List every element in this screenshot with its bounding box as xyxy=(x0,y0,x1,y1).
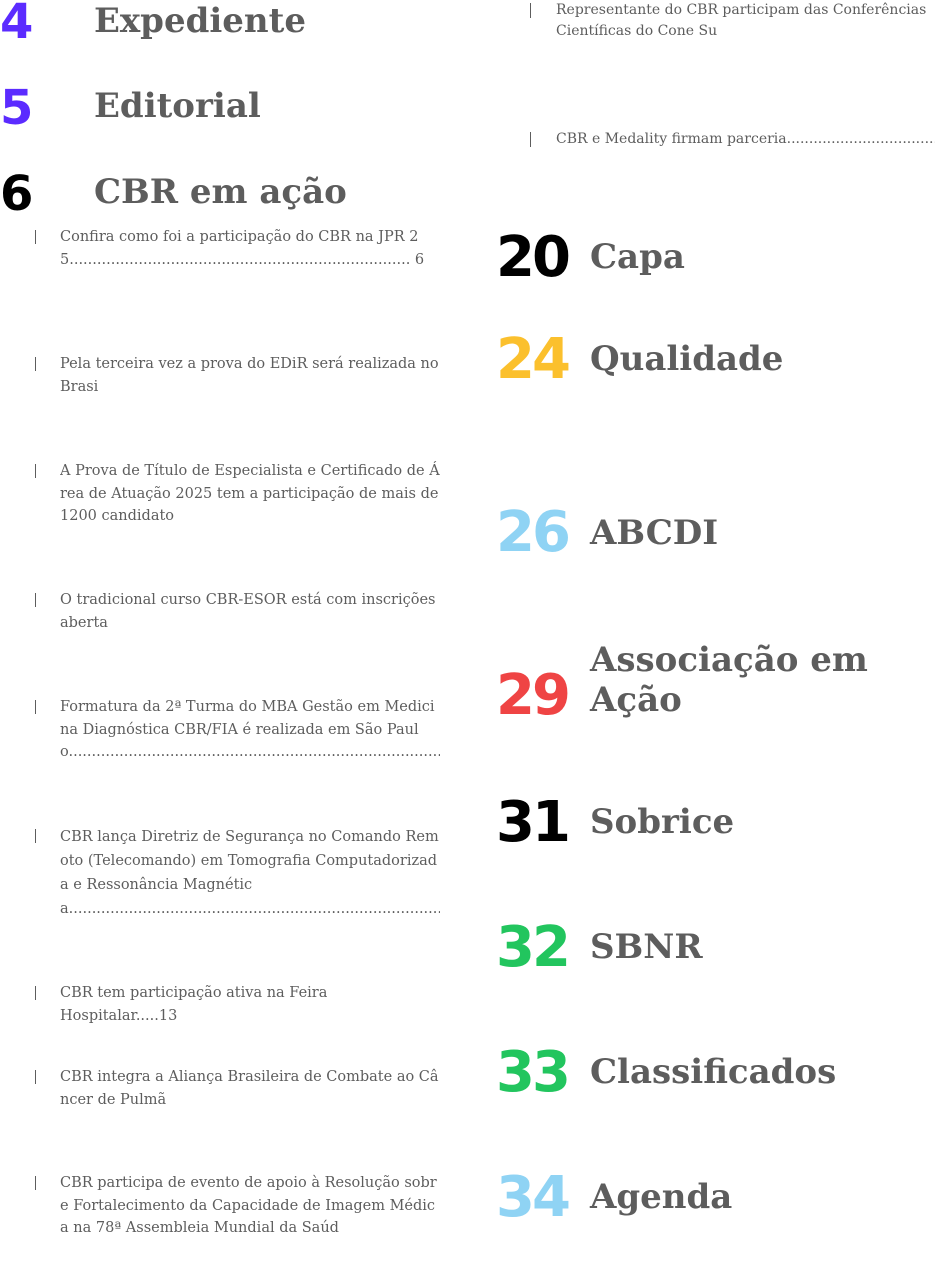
section-number: 24 xyxy=(496,327,571,392)
entry-text: CBR integra a Aliança Brasileira de Comb… xyxy=(60,1069,439,1108)
section-number: 34 xyxy=(496,1165,571,1230)
section-title: Associação em Ação xyxy=(590,640,868,720)
section-number: 29 xyxy=(496,663,571,728)
divider-bar xyxy=(530,3,531,18)
entry-text: CBR tem participação ativa na Feira Hosp… xyxy=(60,985,328,1024)
section-number: 20 xyxy=(496,225,571,290)
toc-entry[interactable]: CBR integra a Aliança Brasileira de Comb… xyxy=(35,1066,440,1111)
section-title: ABCDI xyxy=(590,513,719,553)
entry-text: CBR participa de evento de apoio à Resol… xyxy=(60,1175,437,1236)
section-number: 26 xyxy=(496,500,571,565)
entry-text: O tradicional curso CBR-ESOR está com in… xyxy=(60,592,436,631)
divider-bar xyxy=(530,132,531,147)
divider-bar xyxy=(35,700,36,714)
toc-entry[interactable]: Pela terceira vez a prova do EDiR será r… xyxy=(35,353,440,398)
section-number: 33 xyxy=(496,1040,571,1105)
section-title: SBNR xyxy=(590,927,703,967)
toc-entry[interactable]: A Prova de Título de Especialista e Cert… xyxy=(35,460,440,528)
divider-bar xyxy=(35,986,36,1000)
entry-text: Pela terceira vez a prova do EDiR será r… xyxy=(60,356,439,395)
section-number: 6 xyxy=(0,166,33,222)
toc-entry[interactable]: CBR participa de evento de apoio à Resol… xyxy=(35,1172,440,1240)
divider-bar xyxy=(35,357,36,371)
divider-bar xyxy=(35,593,36,607)
entry-text: CBR e Medality firmam parceria..........… xyxy=(556,131,935,147)
section-title: Capa xyxy=(590,237,685,277)
section-number: 31 xyxy=(496,790,571,855)
divider-bar xyxy=(35,230,36,244)
section-title: Classificados xyxy=(590,1052,837,1092)
section-title: Expediente xyxy=(94,1,306,41)
entry-text: Formatura da 2ª Turma do MBA Gestão em M… xyxy=(60,699,440,760)
divider-bar xyxy=(35,1176,36,1190)
divider-bar xyxy=(35,829,36,843)
toc-entry[interactable]: CBR tem participação ativa na Feira Hosp… xyxy=(35,982,440,1027)
divider-bar xyxy=(35,464,36,478)
toc-entry[interactable]: O tradicional curso CBR-ESOR está com in… xyxy=(35,589,440,634)
divider-bar xyxy=(35,1070,36,1084)
toc-entry[interactable]: Confira como foi a participação do CBR n… xyxy=(35,226,440,271)
section-title: Editorial xyxy=(94,86,261,126)
toc-entry[interactable]: Representante do CBR participam das Conf… xyxy=(530,0,935,42)
section-number: 32 xyxy=(496,915,571,980)
section-title: Sobrice xyxy=(590,802,735,842)
entry-text: A Prova de Título de Especialista e Cert… xyxy=(60,463,440,524)
entry-text: Representante do CBR participam das Conf… xyxy=(556,2,927,39)
section-number: 5 xyxy=(0,80,33,136)
entry-text: Confira como foi a participação do CBR n… xyxy=(60,229,425,268)
toc-entry[interactable]: Formatura da 2ª Turma do MBA Gestão em M… xyxy=(35,696,440,764)
section-title: CBR em ação xyxy=(94,172,347,212)
section-title: Agenda xyxy=(590,1177,733,1217)
toc-entry[interactable]: CBR e Medality firmam parceria..........… xyxy=(530,129,935,150)
entry-text: CBR lança Diretriz de Segurança no Coman… xyxy=(60,829,440,917)
section-number: 4 xyxy=(0,0,33,50)
section-title: Qualidade xyxy=(590,339,784,379)
toc-entry[interactable]: CBR lança Diretriz de Segurança no Coman… xyxy=(35,825,440,917)
